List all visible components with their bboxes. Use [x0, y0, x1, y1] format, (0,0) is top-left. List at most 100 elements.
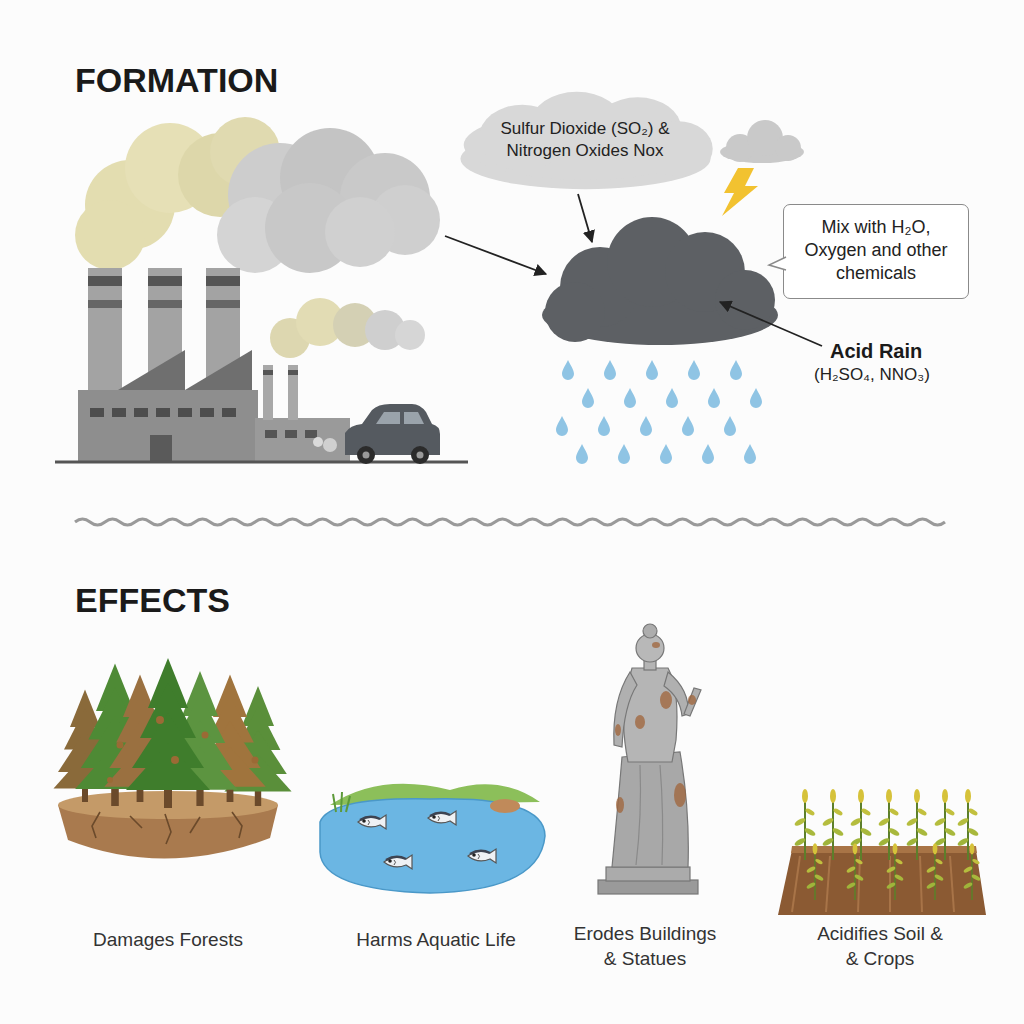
- car: [345, 404, 440, 455]
- crop-field: [858, 856, 860, 912]
- rain-drops: [744, 444, 756, 464]
- formula-label: (H₂SO₄, NNO₃): [814, 364, 1004, 386]
- forest: [107, 777, 113, 783]
- forest: [126, 658, 210, 808]
- factory: [185, 350, 252, 390]
- crop-field: [886, 843, 904, 900]
- crop-field: [826, 856, 830, 912]
- lake: [490, 799, 520, 813]
- crop-field: [792, 856, 954, 912]
- storm-cloud: [720, 120, 804, 163]
- forest: [171, 756, 179, 764]
- rain-drops: [598, 416, 610, 436]
- crop-field: [926, 843, 944, 900]
- lake: [358, 815, 386, 829]
- car: [323, 438, 337, 452]
- car: [313, 404, 440, 464]
- factory: [206, 276, 240, 286]
- crop-field: [778, 789, 986, 915]
- statue: [598, 880, 698, 894]
- car: [376, 412, 400, 424]
- factory: [288, 365, 298, 420]
- effect-label: Damages Forests: [63, 928, 273, 953]
- rain-drops: [624, 388, 636, 408]
- smoke: [75, 200, 145, 270]
- factory: [156, 408, 170, 417]
- lake: [320, 799, 545, 893]
- lake: [384, 855, 412, 869]
- lake: [333, 794, 336, 812]
- factory: [78, 390, 258, 462]
- car: [404, 412, 424, 424]
- rain-drops: [618, 444, 630, 464]
- factory: [55, 268, 468, 462]
- factory: [200, 408, 214, 417]
- crop-field: [846, 843, 864, 900]
- product-label: Acid Rain: [830, 338, 1000, 364]
- statue: [674, 783, 686, 807]
- statue: [643, 624, 657, 638]
- rain-drops: [750, 388, 762, 408]
- lake: [428, 811, 456, 825]
- crop-field: [950, 856, 954, 912]
- forest: [92, 812, 242, 844]
- statue: [652, 642, 660, 648]
- rain-drops: [730, 360, 742, 380]
- car: [357, 446, 375, 464]
- rain-drops: [702, 444, 714, 464]
- car: [417, 452, 424, 459]
- factory: [88, 268, 122, 393]
- leader-arrow: [720, 302, 822, 346]
- factory: [148, 300, 182, 308]
- rain-drops: [576, 444, 588, 464]
- crop-field: [806, 843, 824, 900]
- factory: [285, 430, 297, 438]
- crop-field: [963, 843, 981, 900]
- statue: [614, 672, 637, 747]
- statue: [684, 688, 701, 716]
- factory: [112, 408, 126, 417]
- factory: [178, 408, 192, 417]
- callout-tail: [768, 256, 786, 272]
- factory: [305, 430, 317, 438]
- lake: [320, 784, 545, 893]
- rain-drops: [640, 416, 652, 436]
- smoke: [395, 320, 425, 350]
- flow-arrow: [445, 236, 546, 274]
- node-text: Mix with H₂O, Oxygen and other chemicals: [796, 216, 956, 286]
- crop-field: [822, 789, 845, 860]
- lake: [341, 792, 342, 812]
- crop-field: [792, 856, 800, 912]
- lake: [468, 849, 496, 863]
- statue: [598, 624, 701, 894]
- effect-label: Harms Aquatic Life: [331, 928, 541, 953]
- crop-field: [791, 846, 977, 853]
- factory: [263, 365, 273, 420]
- factory: [148, 276, 182, 286]
- rain-drops: [582, 388, 594, 408]
- forest: [107, 716, 259, 783]
- rain-cloud: [545, 282, 605, 342]
- forest: [54, 658, 292, 859]
- section-heading: EFFECTS: [75, 578, 395, 622]
- forest: [117, 742, 124, 749]
- factory: [288, 370, 298, 375]
- effect-label: Acidifies Soil & & Crops: [813, 922, 948, 971]
- car: [411, 446, 429, 464]
- node-text-group: Sulfur Dioxide (SO₂) & Nitrogen Oxides N…: [483, 118, 688, 162]
- rain-drops: [666, 388, 678, 408]
- car: [363, 452, 370, 459]
- pollutant-cloud: Sulfur Dioxide (SO₂) & Nitrogen Oxides N…: [455, 90, 716, 191]
- rain-drops: [682, 416, 694, 436]
- statue: [616, 797, 624, 813]
- forest: [232, 812, 242, 838]
- statue: [688, 695, 696, 705]
- factory: [255, 418, 350, 462]
- rain-drops: [556, 416, 568, 436]
- rain-drops: [556, 360, 762, 464]
- statue: [635, 715, 645, 729]
- factory: [90, 408, 104, 417]
- lightning-bolt: [722, 168, 758, 216]
- flow-arrow: [578, 194, 592, 242]
